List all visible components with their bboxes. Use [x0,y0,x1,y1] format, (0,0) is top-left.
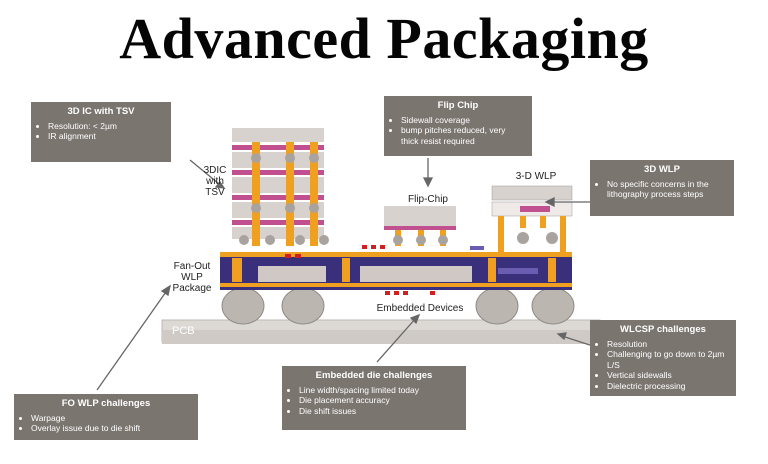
list-item: Vertical sidewalls [607,370,728,381]
label-fanout-wlp: Fan-Out WLP Package [164,261,220,294]
label-3dic-line3: TSV [205,187,225,198]
callout-flip-chip-title: Flip Chip [437,100,479,111]
callout-fo-wlp-list: Warpage Overlay issue due to die shift [22,413,190,434]
list-item: bump pitches reduced, very thick resist … [401,125,524,146]
callout-embedded-die-list: Line width/spacing limited today Die pla… [290,385,458,417]
fanout-substrate [220,252,572,290]
callout-fo-wlp-title: FO WLP challenges [61,398,151,409]
solder-balls [221,287,575,325]
callout-wlcsp-list: Resolution Challenging to go down to 2µm… [598,339,728,392]
callout-3d-wlp: 3D WLP No specific concerns in the litho… [590,160,734,216]
list-item: No specific concerns in the lithography … [607,179,726,200]
embedded-devices-markers [285,245,435,295]
label-3d-wlp: 3-D WLP [515,171,557,182]
label-3dic-line2: with [206,176,224,187]
callout-3d-wlp-list: No specific concerns in the lithography … [598,179,726,200]
callout-3dic-tsv-title: 3D IC with TSV [67,106,135,117]
list-item: Warpage [31,413,190,424]
wlp3d-stack [491,185,573,252]
callout-embedded-die-title: Embedded die challenges [315,370,433,381]
callout-3d-wlp-title: 3D WLP [644,164,680,175]
callout-3dic-tsv: 3D IC with TSV Resolution: < 2µm IR alig… [31,102,171,162]
label-fanout-line2: WLP [181,272,203,283]
label-pcb: PCB [172,325,195,337]
page-title: Advanced Packaging [119,6,649,71]
label-flip-chip: Flip-Chip [407,194,448,205]
label-fanout-line3: Package [172,283,212,294]
callout-wlcsp-title: WLCSP challenges [620,324,706,335]
label-embedded-devices: Embedded Devices [376,303,464,314]
callout-3dic-tsv-list: Resolution: < 2µm IR alignment [39,121,163,142]
callout-flip-chip: Flip Chip Sidewall coverage bump pitches… [384,96,532,156]
list-item: Resolution: < 2µm [48,121,163,132]
callout-wlcsp: WLCSP challenges Resolution Challenging … [590,320,736,396]
tsv-die-stack [232,128,329,246]
list-item: Line width/spacing limited today [299,385,458,396]
label-fanout-line1: Fan-Out [173,261,211,272]
list-item: Challenging to go down to 2µm L/S [607,349,728,370]
flip-chip-die [384,206,484,250]
list-item: Die placement accuracy [299,395,458,406]
label-3dic-line1: 3DIC [203,165,227,176]
list-item: Sidewall coverage [401,115,524,126]
callout-fo-wlp: FO WLP challenges Warpage Overlay issue … [14,394,198,440]
list-item: Overlay issue due to die shift [31,423,190,434]
callout-flip-chip-list: Sidewall coverage bump pitches reduced, … [392,115,524,147]
pcb-board [161,319,613,344]
list-item: Dielectric processing [607,381,728,392]
label-3dic-tsv: 3DIC with TSV [195,165,235,198]
list-item: Resolution [607,339,728,350]
list-item: IR alignment [48,131,163,142]
list-item: Die shift issues [299,406,458,417]
callout-embedded-die: Embedded die challenges Line width/spaci… [282,366,466,430]
